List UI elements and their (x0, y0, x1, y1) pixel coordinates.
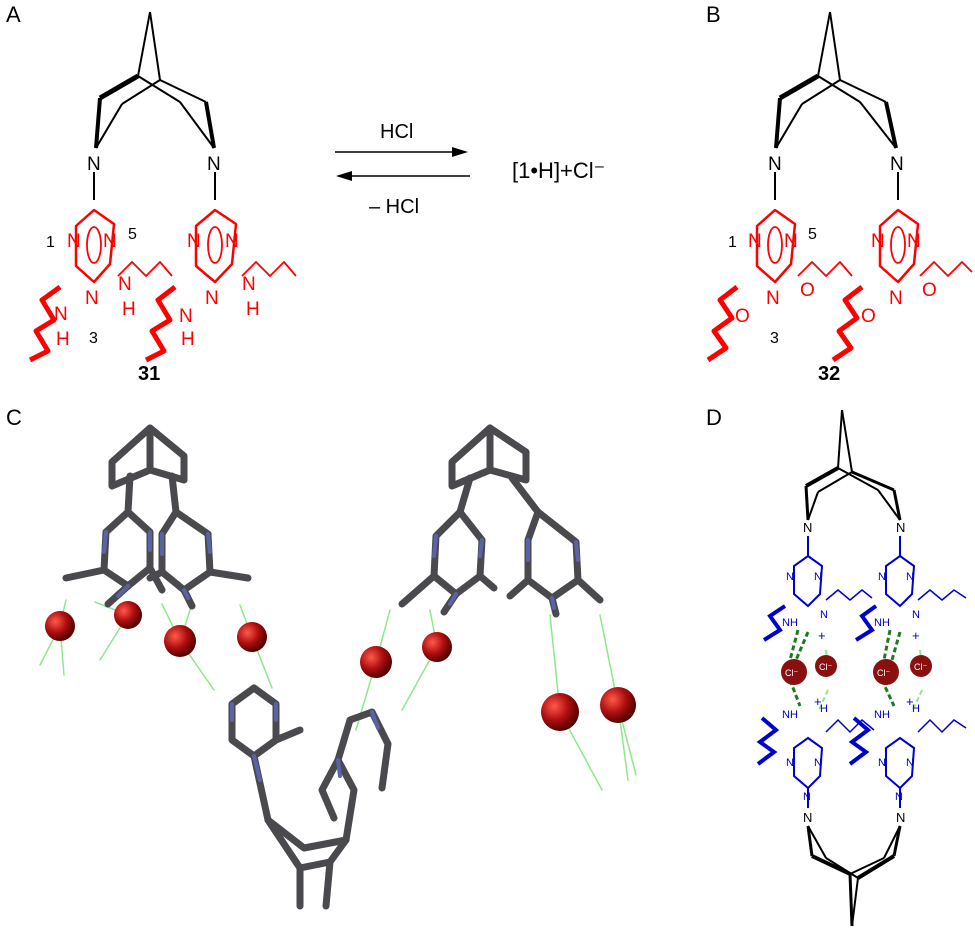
triazine-left-h-1: H (56, 329, 70, 350)
bottom-right-triazine-n1: N (878, 757, 886, 769)
top-bridge-n-right: N (896, 520, 905, 535)
structure-dimer: N N N N N N NH N NH N + + (756, 409, 967, 927)
hydrogen-bonds-d (788, 629, 923, 713)
bottom-right-plus: + (906, 694, 914, 709)
triazine-right-nh-1: N (179, 306, 193, 327)
triazine-left-b-n3: N (766, 288, 780, 309)
chloride-ions (45, 601, 636, 731)
reagent-minus-hcl: – HCl (369, 196, 419, 218)
bicyclic-bridge (93, 11, 216, 200)
top-right-nh-2: N (912, 609, 920, 621)
bottom-left-h: H (820, 703, 828, 715)
triazine-right-h-2: H (246, 299, 260, 320)
panel-label-d: D (706, 405, 722, 430)
product-formula: [1•H]+Cl⁻ (512, 158, 605, 183)
chloride-label-1: Cl⁻ (785, 668, 798, 678)
triazine-left-nh-2: N (118, 274, 132, 295)
label-a-position-1: 1 (46, 234, 55, 251)
bicyclic-bridge-b (774, 11, 899, 200)
triazine-right-b-n3: N (889, 288, 903, 309)
top-left-triazine-n1: N (786, 571, 794, 583)
chloride-ions-d (781, 655, 932, 685)
reagent-hcl: HCl (380, 121, 413, 143)
stick-unit-top-right-n (432, 534, 580, 610)
triazine-right-n1: N (187, 231, 201, 252)
triazine-left-b-o2: O (800, 280, 815, 301)
amine-n-right-b: N (890, 154, 904, 175)
triazine-left-n3: N (85, 288, 99, 309)
label-b-position-5: 5 (808, 226, 817, 243)
triazine-left-n1: N (67, 231, 81, 252)
amine-n-left-b: N (768, 154, 782, 175)
structure-31: N N N N N N H N H 1 5 3 N N (28, 11, 297, 385)
chloride-label-3: Cl⁻ (877, 668, 890, 678)
triazine-right-b (831, 208, 973, 363)
panel-label-b: B (706, 2, 721, 27)
compound-label-32: 32 (818, 363, 840, 385)
triazine-left-b-o1: O (735, 306, 750, 327)
bottom-bridge-n-right: N (896, 810, 905, 825)
top-right-plus: + (912, 628, 920, 643)
triazine-right-n3: N (205, 288, 219, 309)
amine-n-right: N (207, 154, 221, 175)
bottom-bridge (806, 825, 902, 927)
triazine-left-nh-1: N (54, 304, 68, 325)
triazine-right-b-o2: O (922, 280, 937, 301)
triazine-left-b-n5: N (784, 231, 798, 252)
triazine-right-n5: N (225, 231, 239, 252)
compound-label-31: 31 (138, 363, 160, 385)
chloride-label-2: Cl⁻ (819, 662, 832, 672)
bottom-bridge-n-left: N (803, 810, 812, 825)
triazine-left-b (706, 208, 853, 363)
stick-unit-top-right (398, 424, 604, 618)
top-right-nh: NH (874, 617, 890, 629)
panel-label-c: C (6, 405, 22, 430)
top-bridge-n-left: N (803, 520, 812, 535)
chloride-label-4: Cl⁻ (914, 662, 927, 672)
top-left-nh: NH (782, 617, 798, 629)
triazine-right (144, 208, 297, 363)
triazine-left-b-n1: N (748, 231, 762, 252)
label-a-position-5: 5 (128, 226, 137, 243)
equilibrium-arrows (335, 147, 470, 181)
stick-unit-bottom (228, 684, 392, 910)
triazine-right-b-n1: N (871, 231, 885, 252)
bottom-left-triazine-n5: N (814, 757, 822, 769)
top-right-triazine-n5: N (906, 571, 914, 583)
triazine-left (28, 208, 173, 363)
bottom-left-triazine-n3: N (803, 791, 811, 803)
triazine-right-b-n5: N (907, 231, 921, 252)
stick-unit-top-left-n (102, 530, 212, 600)
top-triazines (762, 536, 967, 642)
stick-unit-bottom-n (230, 702, 380, 782)
top-bridge (804, 409, 902, 521)
top-right-triazine-n1: N (878, 571, 886, 583)
bottom-left-nh: NH (782, 709, 798, 721)
bottom-left-plus: + (814, 694, 822, 709)
structure-32: N N N N N O O 1 5 3 N N N O O (706, 11, 973, 385)
label-b-position-3: 3 (770, 330, 779, 347)
crystal-structure (39, 424, 637, 910)
triazine-right-nh-2: N (242, 274, 256, 295)
triazine-left-h-2: H (122, 299, 136, 320)
triazine-right-b-o1: O (861, 306, 876, 327)
label-b-position-1: 1 (728, 234, 737, 251)
triazine-left-n5: N (103, 231, 117, 252)
triazine-right-h-1: H (181, 329, 195, 350)
bottom-left-triazine-n1: N (786, 757, 794, 769)
label-a-position-3: 3 (89, 330, 98, 347)
bottom-right-triazine-n3: N (895, 791, 903, 803)
top-left-plus: + (818, 628, 826, 643)
top-left-triazine-n5: N (814, 571, 822, 583)
bottom-right-triazine-n5: N (906, 757, 914, 769)
amine-n-left: N (87, 154, 101, 175)
bottom-right-nh: NH (874, 709, 890, 721)
bottom-right-h: H (912, 703, 920, 715)
stick-unit-top-left (62, 424, 252, 610)
bottom-triazines (756, 716, 967, 808)
top-left-nh-2: N (820, 609, 828, 621)
panel-label-a: A (6, 2, 21, 27)
